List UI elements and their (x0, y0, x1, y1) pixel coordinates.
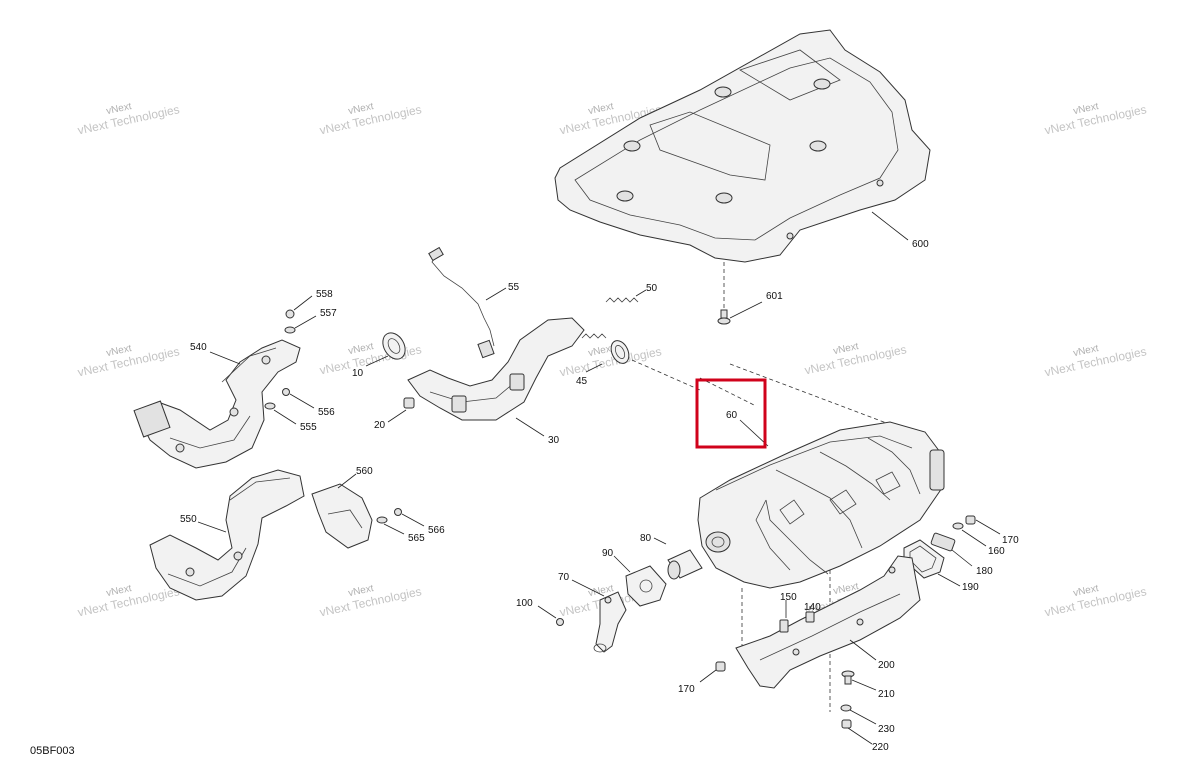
part-20-nut[interactable] (387, 397, 415, 423)
part-180-bushing[interactable] (930, 532, 973, 567)
part-210-bolt[interactable] (841, 670, 877, 691)
callout-60: 60 (726, 410, 738, 421)
callout-558: 558 (316, 289, 333, 300)
svg-text:vNext: vNext (347, 101, 375, 117)
callout-70: 70 (558, 572, 570, 583)
svg-text:vNext: vNext (105, 343, 133, 359)
callout-566: 566 (428, 525, 445, 536)
svg-text:vNext: vNext (587, 583, 615, 599)
part-55-oxygen-sensor[interactable] (428, 246, 507, 359)
callout-170-bottom: 170 (678, 684, 695, 695)
callout-55: 55 (508, 282, 520, 293)
watermark: vNext vNext Technologies (318, 583, 422, 619)
svg-text:vNext: vNext (347, 341, 375, 357)
part-220-nut[interactable] (841, 719, 873, 745)
part-80-sleeve[interactable] (653, 537, 703, 580)
callout-140: 140 (804, 602, 821, 613)
callout-565: 565 (408, 533, 425, 544)
callout-20: 20 (374, 420, 386, 431)
svg-text:vNext: vNext (832, 341, 860, 357)
callout-600: 600 (912, 239, 929, 250)
part-565-washer[interactable] (376, 516, 405, 535)
callout-560: 560 (356, 466, 373, 477)
callout-80: 80 (640, 533, 652, 544)
watermark: vNext vNext Technologies (318, 101, 422, 137)
part-10-gasket[interactable] (365, 329, 410, 367)
part-160-washer[interactable] (952, 522, 987, 547)
svg-text:vNext: vNext (105, 583, 133, 599)
part-560-heat-guard[interactable] (311, 473, 373, 549)
callout-50: 50 (646, 283, 658, 294)
callout-550: 550 (180, 514, 197, 525)
watermark: vNext vNext Technologies (1043, 343, 1147, 379)
part-566-bolt[interactable] (394, 508, 425, 527)
part-556-bolt[interactable] (282, 388, 315, 409)
watermark: vNext vNext Technologies (76, 101, 180, 137)
svg-text:vNext: vNext (587, 343, 615, 359)
part-100-bolt[interactable] (537, 605, 564, 626)
svg-text:vNext: vNext (1072, 101, 1100, 117)
callout-230: 230 (878, 724, 895, 735)
heat-shield-stud (616, 78, 884, 240)
watermark: vNext vNext Technologies (318, 341, 422, 377)
callout-556: 556 (318, 407, 335, 418)
part-557-washer[interactable] (284, 315, 317, 334)
callout-170-top: 170 (1002, 535, 1019, 546)
svg-text:vNext: vNext (1072, 583, 1100, 599)
callout-180: 180 (976, 566, 993, 577)
callout-30: 30 (548, 435, 560, 446)
part-30-exhaust-pipe[interactable] (407, 317, 585, 437)
watermark: vNext vNext Technologies (76, 343, 180, 379)
part-70-tail-pipe[interactable] (571, 579, 627, 653)
part-150-bolt[interactable] (779, 600, 789, 633)
callout-557: 557 (320, 308, 337, 319)
part-540-exhaust-pipe[interactable] (133, 339, 301, 469)
callout-10: 10 (352, 368, 364, 379)
callout-45: 45 (576, 376, 588, 387)
watermark: vNext vNext Technologies (1043, 583, 1147, 619)
callout-100: 100 (516, 598, 533, 609)
part-200-bracket[interactable] (735, 555, 921, 689)
svg-text:vNext: vNext (105, 101, 133, 117)
part-550-exhaust-pipe[interactable] (149, 469, 305, 601)
part-601-screw[interactable] (717, 262, 763, 325)
callout-220: 220 (872, 742, 889, 753)
callout-210: 210 (878, 689, 895, 700)
part-230-washer[interactable] (840, 704, 877, 725)
callout-555: 555 (300, 422, 317, 433)
part-558-bolt[interactable] (285, 295, 313, 319)
part-60-muffler[interactable] (697, 363, 945, 712)
watermark: vNext vNext Technologies (803, 341, 907, 377)
part-45-exhaust-ring[interactable] (585, 338, 701, 391)
svg-text:vNext: vNext (347, 583, 375, 599)
callout-90: 90 (602, 548, 614, 559)
diagram-reference-code: 05BF003 (30, 745, 75, 757)
callout-200: 200 (878, 660, 895, 671)
part-555-washer[interactable] (264, 402, 297, 425)
part-170-lower-nut[interactable] (699, 661, 726, 683)
svg-text:vNext: vNext (1072, 343, 1100, 359)
callout-190: 190 (962, 582, 979, 593)
part-600-heat-shield[interactable] (554, 29, 931, 263)
callout-601: 601 (766, 291, 783, 302)
svg-text:vNext: vNext (587, 101, 615, 117)
part-50-spring[interactable] (581, 289, 647, 339)
part-140-spacer[interactable] (805, 606, 815, 623)
part-90-gasket[interactable] (613, 555, 667, 607)
callout-150: 150 (780, 592, 797, 603)
watermark: vNext vNext Technologies (1043, 101, 1147, 137)
part-170-nut[interactable] (965, 515, 1001, 535)
callout-540: 540 (190, 342, 207, 353)
highlight-box (695, 378, 767, 449)
callout-160: 160 (988, 546, 1005, 557)
